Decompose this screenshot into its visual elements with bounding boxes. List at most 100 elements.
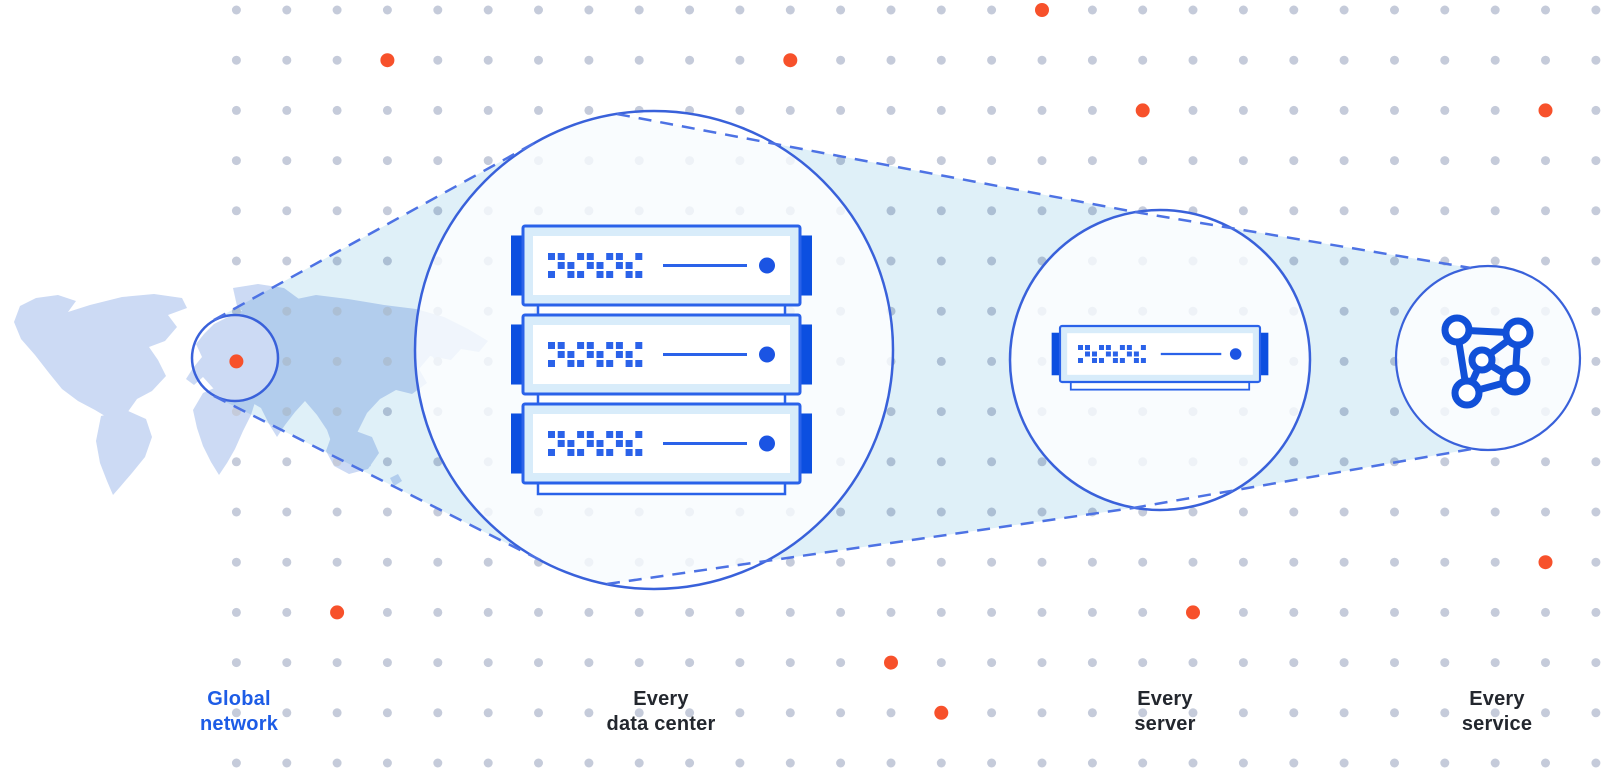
grid-dot: [886, 5, 896, 15]
grid-dot: [282, 105, 292, 115]
grid-dot: [282, 758, 292, 768]
vent-dot: [606, 449, 614, 456]
grid-dot: [1087, 557, 1097, 567]
grid-dot: [735, 5, 745, 15]
grid-dot: [483, 105, 493, 115]
grid-dot: [735, 708, 745, 718]
accent-dot: [1538, 103, 1553, 118]
grid-dot: [1591, 105, 1601, 115]
grid-dot: [1289, 557, 1299, 567]
vent-dot: [635, 253, 643, 260]
accent-dot: [934, 705, 949, 720]
grid-dot: [483, 156, 493, 166]
grid-dot: [735, 758, 745, 768]
grid-dot: [735, 607, 745, 617]
vent-dot: [625, 449, 633, 456]
grid-dot: [1591, 5, 1601, 15]
grid-dot: [1390, 156, 1399, 166]
grid-dot: [282, 206, 292, 216]
grid-dot: [332, 156, 342, 166]
vent-dot: [586, 342, 594, 349]
grid-dot: [1289, 708, 1299, 718]
grid-dot: [987, 758, 997, 768]
grid-dot: [282, 658, 292, 668]
vent-dot: [586, 262, 594, 269]
grid-dot: [1138, 5, 1148, 15]
grid-dot: [1087, 708, 1097, 718]
grid-dot: [584, 5, 594, 15]
grid-dot: [1188, 708, 1198, 718]
grid-dot: [332, 658, 342, 668]
vent-dot: [635, 360, 643, 367]
grid-dot: [332, 758, 342, 768]
grid-dot: [836, 105, 846, 115]
grid-dot: [1490, 758, 1500, 768]
grid-dot: [1440, 758, 1450, 768]
grid-dot: [1541, 5, 1550, 15]
grid-dot: [936, 758, 946, 768]
vent-dot: [577, 449, 585, 456]
server-icon: [1051, 324, 1269, 391]
vent-dot: [606, 271, 614, 278]
vent-dot: [635, 271, 643, 278]
vent-dot: [577, 360, 585, 367]
grid-dot: [1440, 708, 1450, 718]
grid-dot: [231, 55, 241, 65]
grid-dot: [1339, 55, 1349, 65]
grid-dot: [1390, 206, 1399, 216]
grid-dot: [1138, 708, 1148, 718]
accent-dot: [1035, 3, 1049, 17]
grid-dot: [987, 55, 997, 65]
grid-dot: [836, 658, 846, 668]
grid-dot: [1390, 507, 1399, 517]
vent-dot: [596, 449, 604, 456]
label-line: service: [1461, 713, 1533, 735]
grid-dot: [282, 156, 292, 166]
vent-dot: [606, 431, 614, 438]
vent-dot: [1092, 358, 1097, 363]
grid-dot: [1339, 105, 1349, 115]
grid-dot: [1490, 507, 1500, 517]
server-panel: [533, 325, 790, 384]
accent-dot: [1135, 103, 1150, 118]
grid-dot: [584, 758, 594, 768]
vent-dot: [548, 253, 555, 260]
vent-dot: [1105, 345, 1111, 350]
grid-dot: [1289, 5, 1299, 15]
grid-dot: [1087, 5, 1097, 15]
grid-dot: [1238, 105, 1248, 115]
vent-dot: [1133, 358, 1139, 363]
grid-dot: [483, 557, 493, 567]
vent-dot: [625, 440, 633, 447]
label-every-data-center: Every data center: [541, 687, 781, 737]
grid-dot: [1037, 658, 1047, 668]
grid-dot: [1339, 607, 1349, 617]
led-dot: [759, 435, 775, 452]
grid-dot: [332, 105, 342, 115]
grid-dot: [836, 607, 846, 617]
grid-dot: [433, 105, 443, 115]
vent-dot: [567, 360, 575, 367]
vent-dot: [567, 351, 575, 358]
vent-dot: [625, 271, 633, 278]
vent-dot: [577, 253, 585, 260]
grid-dot: [483, 5, 493, 15]
server-ear: [511, 235, 524, 296]
grid-dot: [685, 55, 695, 65]
global-network-circle: [190, 313, 280, 403]
grid-dot: [282, 607, 292, 617]
grid-dot: [1390, 658, 1399, 668]
grid-dot: [433, 5, 443, 15]
grid-dot: [231, 206, 241, 216]
grid-dot: [836, 557, 846, 567]
grid-dot: [483, 55, 493, 65]
led-dot: [759, 346, 775, 363]
vent-dot: [548, 449, 555, 456]
grid-dot: [382, 5, 392, 15]
grid-dot: [382, 708, 392, 718]
vent-dot: [606, 253, 614, 260]
grid-dot: [332, 206, 342, 216]
grid-dot: [382, 607, 392, 617]
led-dot: [1229, 348, 1242, 360]
vent-dot: [577, 271, 585, 278]
